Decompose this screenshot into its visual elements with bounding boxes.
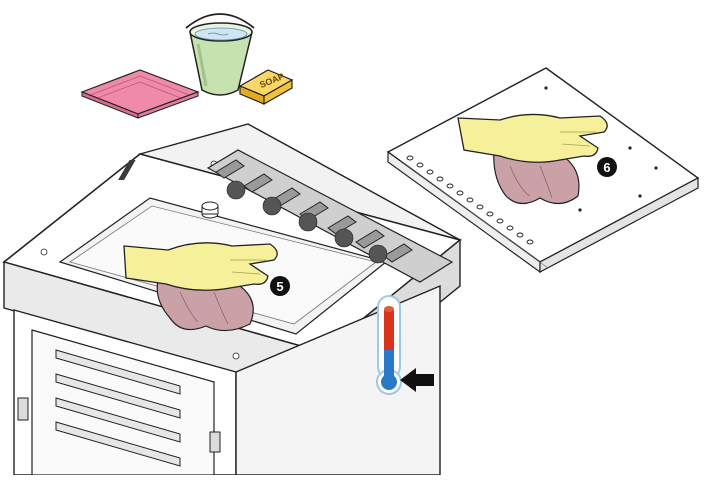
bucket-icon [185, 13, 255, 96]
cloth-icon [80, 69, 200, 119]
glove-icon [457, 113, 608, 163]
step-6-badge: 6 [597, 157, 617, 177]
arrow-icon [400, 368, 434, 392]
panel-holes [406, 155, 534, 245]
glove-icon [123, 242, 278, 291]
soap-icon: SOAP [238, 69, 294, 106]
step-5-badge: 5 [270, 276, 290, 296]
vent-fans [118, 149, 454, 283]
thermometer-icon [376, 295, 402, 395]
